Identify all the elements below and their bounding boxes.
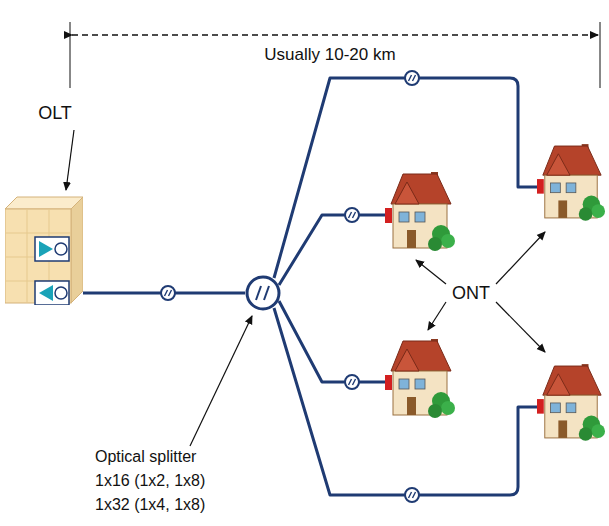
olt-node: OLT	[5, 195, 83, 305]
distance-label: Usually 10-20 km	[261, 45, 398, 65]
olt-label: OLT	[38, 103, 72, 124]
ont-label: ONT	[449, 283, 493, 304]
splitter-node: Optical splitter1x16 (1x2, 1x8)1x32 (1x4…	[245, 275, 281, 311]
splitter-title: Optical splitter	[95, 448, 196, 466]
splitter-ratio: 1x32 (1x4, 1x8)	[95, 496, 205, 514]
splitter-ratio: 1x16 (1x2, 1x8)	[95, 472, 205, 490]
